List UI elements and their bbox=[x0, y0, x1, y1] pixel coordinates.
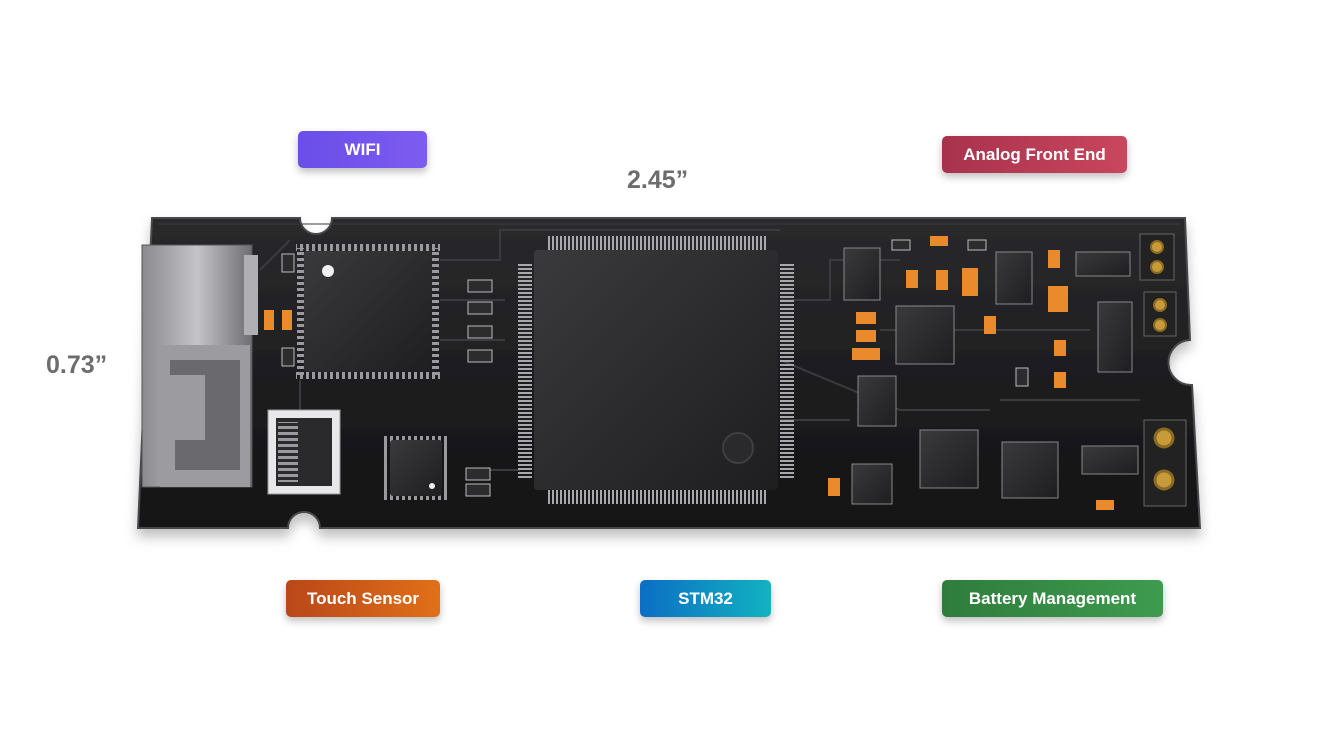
passive-components-left bbox=[264, 253, 493, 497]
wifi-label: WIFI bbox=[298, 131, 427, 168]
touch-sensor-label: Touch Sensor bbox=[286, 580, 440, 617]
touch-connector bbox=[267, 409, 341, 495]
analog-front-end-components bbox=[843, 236, 1133, 388]
usb-connector bbox=[141, 244, 258, 488]
stm32-chip bbox=[518, 236, 794, 504]
touch-sensor-ic bbox=[384, 436, 448, 500]
wifi-chip bbox=[296, 244, 440, 379]
board-length-dimension: 2.45” bbox=[627, 166, 689, 194]
battery-management-components bbox=[828, 375, 1139, 510]
header-pins bbox=[1139, 233, 1187, 507]
battery-management-label: Battery Management bbox=[942, 580, 1163, 617]
stm32-label: STM32 bbox=[640, 580, 771, 617]
analog-front-end-label: Analog Front End bbox=[942, 136, 1127, 173]
board-height-dimension: 0.73” bbox=[46, 351, 108, 379]
